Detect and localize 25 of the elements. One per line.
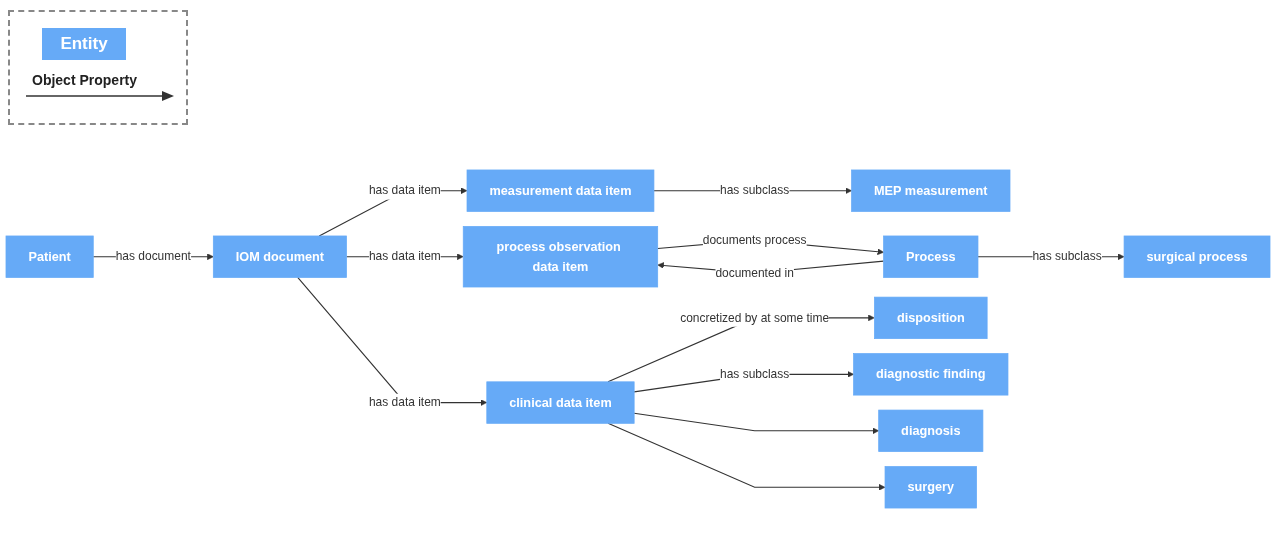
node-box: Process: [883, 235, 979, 278]
edge-label: has document: [115, 249, 191, 263]
edge-label: has data item: [368, 183, 441, 197]
node-box: IOM document: [212, 235, 347, 278]
edge-label: has data item: [368, 395, 441, 409]
edge-label: has subclass: [1032, 249, 1102, 263]
node-box: measurement data item: [466, 169, 655, 212]
node-box: process observation data item: [462, 226, 659, 288]
edge-label: concretized by at some time: [680, 311, 830, 324]
edge-label: has data item: [368, 249, 441, 263]
edge-label: documented in: [715, 266, 794, 280]
node-box: diagnostic finding: [853, 353, 1009, 396]
node-box: clinical data item: [486, 381, 635, 424]
legend-label: Object Property: [32, 72, 138, 88]
legend-swatch: Entity: [42, 28, 126, 60]
node-box: diagnosis: [878, 409, 984, 452]
edge-label: has subclass: [720, 367, 790, 381]
node-box: Patient: [5, 235, 94, 278]
node-box: surgery: [884, 466, 977, 509]
node-box: disposition: [874, 296, 988, 339]
arrow: [633, 412, 879, 435]
node-box: surgical process: [1123, 235, 1271, 278]
edge-label: documents process: [702, 233, 807, 247]
node-box: MEP measurement: [851, 169, 1011, 212]
edge-label: has subclass: [720, 183, 790, 197]
